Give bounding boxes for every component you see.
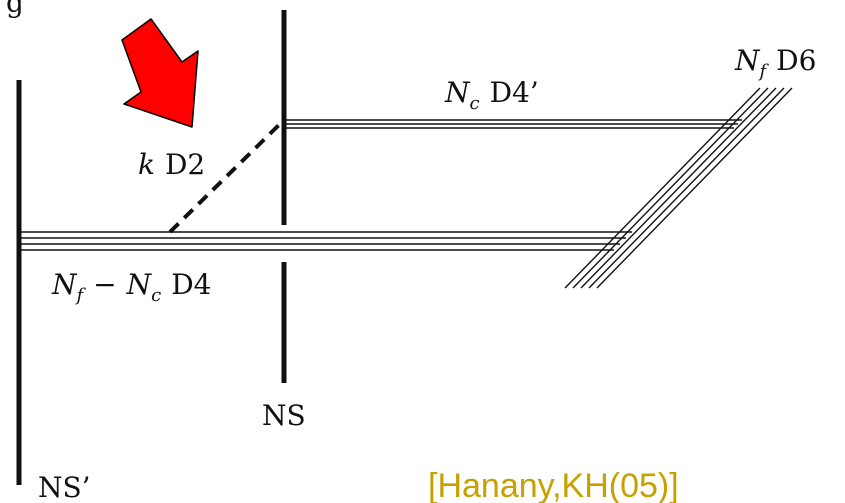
label-ns: NS — [262, 399, 306, 432]
label-ns-prime: NS’ — [38, 471, 91, 503]
nf-minus-nc-d4-branes — [19, 231, 632, 251]
citation-text: [Hanany,KH(05)] — [428, 467, 679, 503]
highlight-arrow — [121, 18, 199, 128]
nc-d4prime-branes — [284, 119, 742, 129]
nf-d6-branes — [564, 87, 793, 289]
k-d2-branes — [168, 118, 286, 234]
top-left-fragment: g — [6, 0, 24, 19]
